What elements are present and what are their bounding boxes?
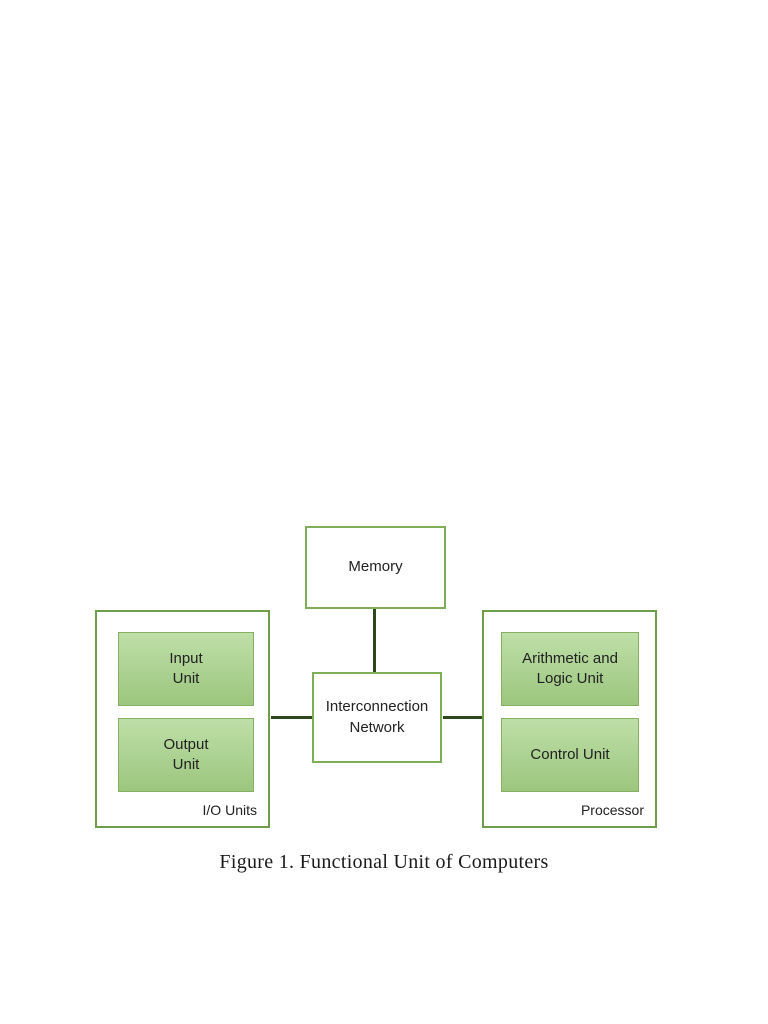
control-unit-label: Control Unit [530, 745, 610, 763]
connector-memory-network [373, 609, 376, 673]
arithmetic-logic-unit-label: Arithmetic and Logic Unit [522, 649, 618, 687]
interconnection-network-label: Interconnection Network [325, 698, 429, 736]
memory-box: Memory [305, 526, 446, 609]
arithmetic-logic-unit-box: Arithmetic and Logic Unit [501, 632, 639, 706]
memory-label: Memory [348, 558, 403, 576]
connector-io-network [271, 716, 312, 719]
input-unit-label: Input Unit [169, 649, 203, 687]
input-unit-box: Input Unit [118, 632, 254, 706]
connector-network-processor [443, 716, 483, 719]
figure-caption: Figure 1. Functional Unit of Computers [219, 851, 549, 873]
output-unit-label: Output Unit [163, 735, 209, 773]
interconnection-network-box: Interconnection Network [312, 672, 442, 763]
processor-group-label: Processor [580, 802, 644, 818]
control-unit-box: Control Unit [501, 718, 639, 792]
io-units-group: Input Unit Output Unit I/O Units [95, 610, 270, 828]
output-unit-box: Output Unit [118, 718, 254, 792]
processor-group: Arithmetic and Logic Unit Control Unit P… [482, 610, 657, 828]
io-units-group-label: I/O Units [202, 802, 257, 818]
